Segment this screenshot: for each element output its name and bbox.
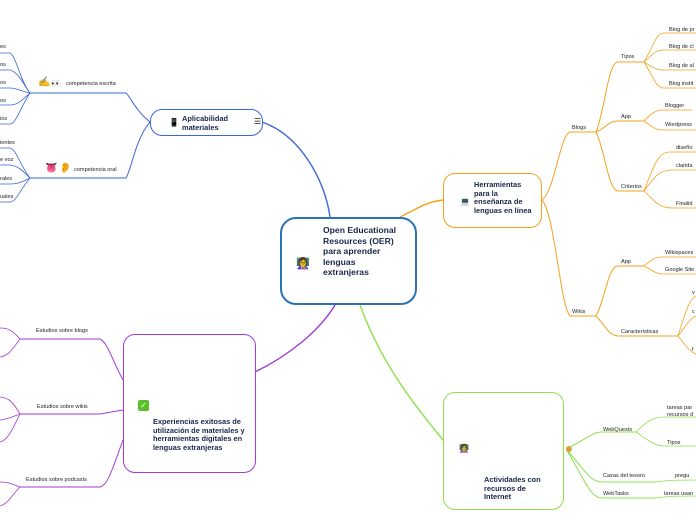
escrita-leaf-1[interactable]: es [0,44,6,50]
escrita-leaf-3[interactable]: os [0,80,6,86]
mobile-phone-icon: 📱 [169,118,179,127]
blog-app-leaf-2[interactable]: Wordpress [665,122,692,128]
wikis-label[interactable]: Wikis [572,309,586,315]
oral-leaf-4[interactable]: uales [0,194,14,200]
escrita-leaf-2[interactable]: os [0,62,6,68]
actividades-node[interactable]: Actividades con recursos de Internet [443,392,564,510]
herramientas-node[interactable]: 💻 Herramientas para la enseñanza de leng… [443,173,542,228]
green-sub-lines [565,431,655,499]
check-mark-button-icon: ✓ [138,400,149,411]
purple-branch-lines [254,304,336,373]
escrita-leaf-4[interactable]: os [0,98,6,104]
competencia-oral-label[interactable]: competencia oral [74,167,117,173]
purple-sub-lines [20,338,124,488]
tipos-leaf-4[interactable]: Blog instit [669,81,694,87]
criterios-leaf-3[interactable]: Finalid [676,201,693,207]
criterios-leaf-2[interactable]: clarida [676,163,693,169]
criterios-leaf-1[interactable]: diseño [676,145,693,151]
oral-leaf-1[interactable]: ientes [0,140,15,146]
blue-branch-lines [30,92,331,218]
wiki-app-leaf-1[interactable]: Wikispaces [665,250,694,256]
tipos-leaf-2[interactable]: Blog de cl [669,44,694,50]
caracteristicas-leaf-3[interactable]: f [692,347,694,353]
wiki-caracteristicas-label[interactable]: Características [621,329,659,335]
webtasks-label[interactable]: WebTasks [603,491,629,497]
caracteristicas-leaf-2[interactable]: c [692,309,695,315]
cazas-leaf-1[interactable]: pregu [675,473,690,479]
eyes-icon: 👀 [51,79,61,88]
orange-sub-lines [541,61,678,337]
experiencias-title: Experiencias exitosas de utilización de … [153,417,245,452]
mouth-icon: 👅 [45,163,58,174]
tipos-leaf-3[interactable]: Blog de al [669,63,694,69]
blog-tipos-label[interactable]: Tipos [621,54,635,60]
actividades-title: Actividades con recursos de Internet [484,475,541,502]
central-topic-node[interactable]: 👩‍🏫 Open Educational Resources (OER) par… [280,217,417,305]
blog-criterios-label[interactable]: Criterios [621,184,642,190]
writing-hand-icon: ✍️ [38,77,51,88]
purple-leaf-lines [0,327,21,507]
blogs-label[interactable]: Blogs [572,125,586,131]
menu-lines-icon[interactable]: ☰ [254,117,262,126]
webquests-leaf-2[interactable]: Tipos [667,440,681,446]
estudios-podcasts-label[interactable]: Estudios sobre podcasts [26,477,87,483]
escrita-leaf-5[interactable]: ios [0,116,8,122]
ear-icon: 👂 [59,163,72,174]
blue-leaf-lines [0,52,31,203]
estudios-blogs-label[interactable]: Estudios sobre blogs [36,328,88,334]
teachers-emoji-icon: 👩‍🏫 [296,258,310,270]
tipos-leaf-1[interactable]: Blog de pr [669,27,695,33]
orange-branch-lines [399,199,444,218]
estudios-wikis-label[interactable]: Estudios sobre wikis [37,404,88,410]
competencia-escrita-label[interactable]: competencia escrita [66,81,116,87]
cazas-label[interactable]: Cazas del tesoro [603,473,645,479]
oral-leaf-3[interactable]: rales [0,176,13,182]
collapse-dot-icon[interactable] [566,446,572,452]
herramientas-title: Herramientas para la enseñanza de lengua… [474,180,532,215]
computer-icon: 💻 [460,197,470,206]
central-topic-title: Open Educational Resources (OER) para ap… [323,225,397,278]
green-branch-lines [359,304,444,441]
blog-app-leaf-1[interactable]: Blogger [665,103,685,109]
wiki-app-leaf-2[interactable]: Google Site [665,267,695,273]
teacher-emoji-icon: 👩‍🏫 [459,444,469,453]
aplicabilidad-node[interactable]: 📱 Aplicabilidad materiales [150,109,263,136]
blog-app-label[interactable]: App [621,114,631,120]
webquests-leaf-1[interactable]: tareas par recursos d [667,405,694,418]
aplicabilidad-title: Aplicabilidad materiales [182,114,228,132]
wiki-app-label[interactable]: App [621,259,631,265]
webquests-label[interactable]: WebQuests [603,427,633,433]
webtasks-leaf-1[interactable]: tareas usan [664,491,694,497]
caracteristicas-leaf-1[interactable]: v [692,290,695,296]
orange-leaf-lines [643,32,696,355]
oral-leaf-2[interactable]: e voz [0,157,14,163]
green-leaf-lines [635,416,696,499]
